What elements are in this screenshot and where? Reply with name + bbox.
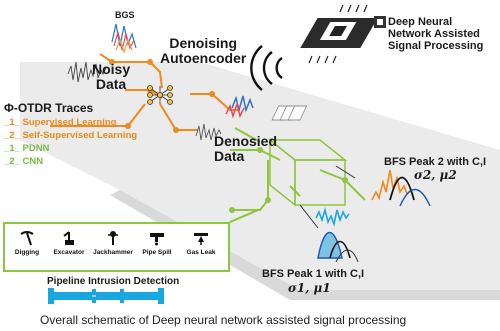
noisy-trace-icon xyxy=(67,61,107,83)
bfs-peak2-params: σ2, μ2 xyxy=(414,168,457,182)
processor-chip-icon xyxy=(300,4,378,64)
bfs-peak1-params: σ1, μ1 xyxy=(288,281,331,295)
jackhammer-icon xyxy=(108,231,118,245)
small-chip-icon xyxy=(374,16,386,28)
legend-cnn: _2_ CNN xyxy=(4,156,44,167)
bfs-noisy-blue-icon xyxy=(315,206,350,227)
legend-supervised: _1_ Supervised Learning xyxy=(4,117,117,128)
bgs-label: BGS xyxy=(115,10,135,20)
detection-connector xyxy=(229,209,259,223)
platform-surface xyxy=(20,62,500,290)
bfs-peak1-icon xyxy=(317,231,359,263)
denoising-autoencoder-label: Denoising Autoencoder xyxy=(160,35,247,66)
dnn-processing-box xyxy=(267,138,348,207)
phi-otdr-title: Φ-OTDR Traces xyxy=(4,101,94,115)
bgs-spectrum-icon xyxy=(111,23,137,54)
event-excavator: Excavator xyxy=(49,230,89,256)
noisy-data-label: Noisy Data xyxy=(92,61,131,92)
event-digging: Digging xyxy=(7,230,47,256)
wireless-signal-icon xyxy=(250,45,283,91)
figure-caption: Overall schematic of Deep neural network… xyxy=(40,313,407,327)
deep-nn-label: Deep Neural Network Assisted Signal Proc… xyxy=(388,16,484,52)
legend-pdnn: _1_ PDNN xyxy=(4,143,50,154)
denoised-spectrum-icon xyxy=(225,95,254,119)
dnn-inner-layers xyxy=(271,105,308,121)
bfs-peak2-icon xyxy=(371,169,431,207)
event-pipe-spill: Pipe Spill xyxy=(137,230,177,256)
pipeline-icon xyxy=(48,288,164,304)
gas-leak-icon xyxy=(194,233,208,245)
event-gas-leak: Gas Leak xyxy=(181,230,221,256)
pickaxe-icon xyxy=(20,231,34,246)
autoencoder-network-icon xyxy=(147,85,173,105)
bfs-peak2-label: BFS Peak 2 with C,I xyxy=(384,156,487,168)
denoised-data-label: Denosied Data xyxy=(214,133,278,164)
legend-self-supervised: _2_ Self-Supervised Learning xyxy=(4,130,138,141)
intrusion-events-panel: Digging Excavator Jackhammer Pipe Spill xyxy=(3,222,230,272)
denoised-trace-icon xyxy=(195,123,222,141)
excavator-icon xyxy=(63,231,74,245)
event-jackhammer: Jackhammer xyxy=(93,230,133,256)
arrow-to-peak1 xyxy=(299,204,319,229)
arrow-to-peak2 xyxy=(335,165,356,179)
pipe-spill-icon xyxy=(150,233,164,246)
pipeline-detection-label: Pipeline Intrusion Detection xyxy=(47,276,180,287)
green-nodes xyxy=(229,147,348,213)
bfs-peak1-label: BFS Peak 1 with C,I xyxy=(262,268,365,280)
